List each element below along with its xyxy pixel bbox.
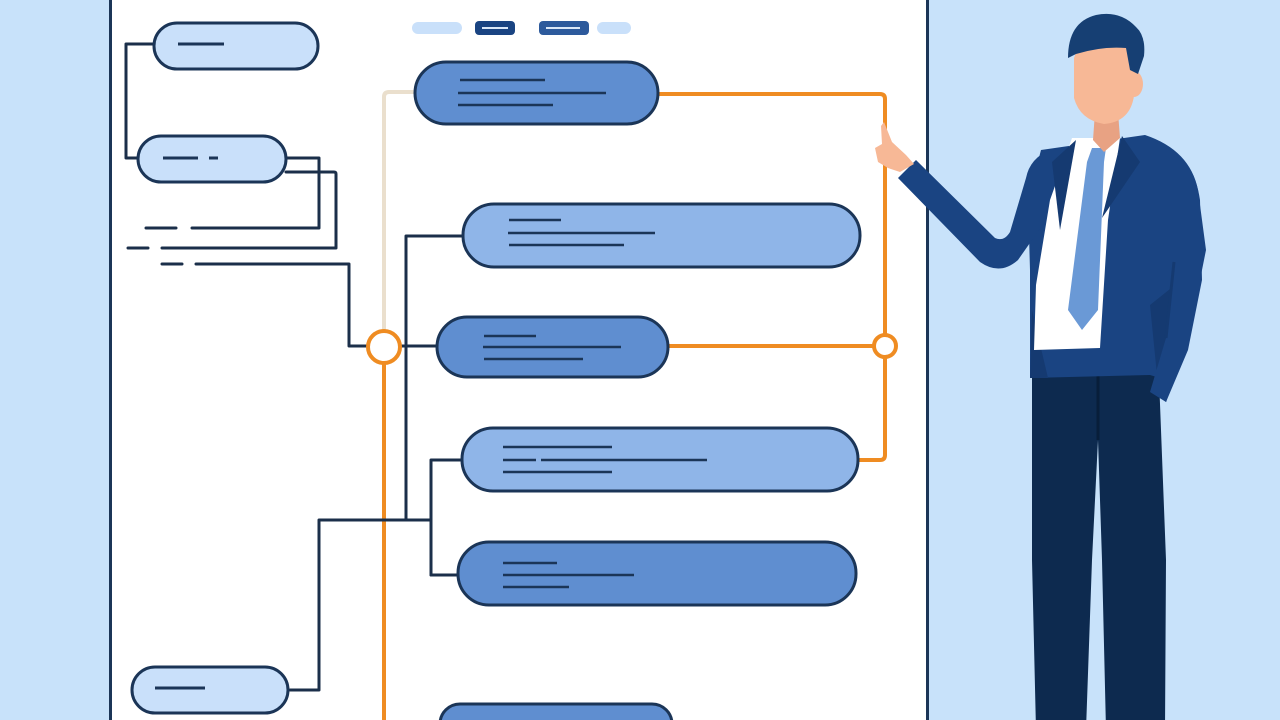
hair: [1068, 13, 1145, 74]
connector-accent: [656, 92, 887, 462]
hanging-arm: [1150, 155, 1202, 402]
node-medium: [461, 202, 862, 269]
face: [1074, 39, 1134, 124]
indicator-pill: [597, 22, 631, 34]
tie: [1068, 148, 1106, 330]
junction-circle: [872, 333, 898, 359]
junction-circle: [366, 329, 402, 365]
shirt-and-tie: [1034, 136, 1140, 350]
pointing-arm: [875, 122, 1050, 269]
connector-faint: [382, 90, 416, 720]
trousers: [1032, 350, 1166, 720]
node-dark: [456, 540, 858, 607]
node-group-main: [413, 60, 862, 720]
connector-dark: [160, 170, 338, 250]
node-group-left: [130, 21, 320, 715]
connector-dark: [194, 262, 370, 348]
connector-group: [124, 42, 887, 720]
top-indicator-group: [412, 21, 631, 35]
junction-group: [366, 329, 898, 365]
connector-dark: [429, 458, 464, 577]
connector-dark: [404, 234, 465, 522]
node-light: [152, 21, 320, 71]
connector-dark: [124, 42, 156, 160]
connector-dark: [288, 518, 433, 692]
node-dark: [438, 702, 674, 720]
indicator-pill: [412, 22, 462, 34]
hand: [875, 122, 914, 172]
node-light: [130, 665, 290, 715]
ear: [1125, 71, 1143, 97]
head: [1068, 13, 1145, 152]
connector-dark: [190, 156, 321, 230]
